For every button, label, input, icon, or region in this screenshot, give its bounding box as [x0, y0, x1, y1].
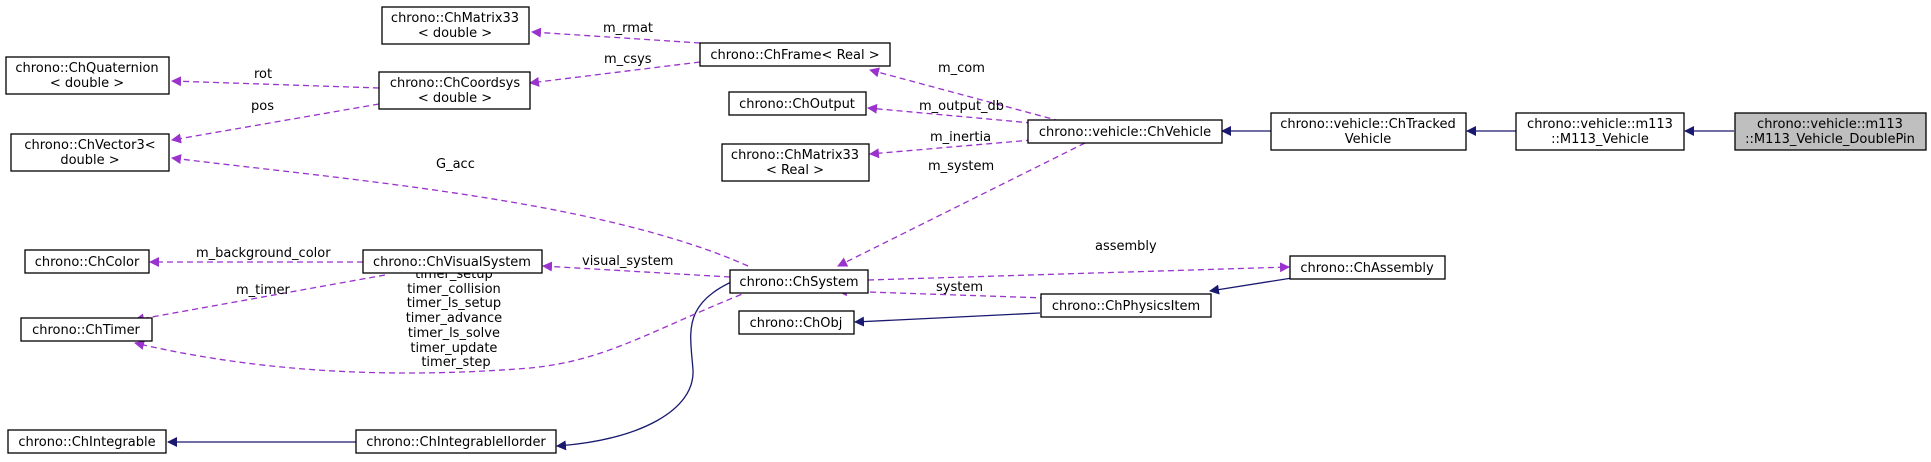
- node-obj[interactable]: chrono::ChObj: [738, 310, 855, 335]
- svg-text:chrono::vehicle::m113: chrono::vehicle::m113: [1527, 117, 1673, 132]
- nodes: chrono::vehicle::m113 ::M113_Vehicle_Dou…: [5, 6, 1927, 454]
- node-frame[interactable]: chrono::ChFrame< Real >: [699, 42, 891, 67]
- node-integrable[interactable]: chrono::ChIntegrable: [7, 429, 167, 454]
- svg-text:chrono::ChCoordsys: chrono::ChCoordsys: [390, 76, 520, 91]
- svg-text:chrono::ChMatrix33: chrono::ChMatrix33: [391, 11, 519, 26]
- label-timer-collision: timer_collision: [407, 282, 501, 297]
- edge-physics-item-to-obj: [854, 312, 1041, 327]
- edge-frame-m-rmat: [531, 27, 701, 44]
- node-assembly[interactable]: chrono::ChAssembly: [1289, 255, 1446, 280]
- label-timer-step: timer_step: [421, 355, 490, 370]
- label-rot: rot: [254, 67, 272, 82]
- edge-vehicle-m-output-db: [867, 103, 1033, 124]
- svg-text:double >: double >: [60, 153, 119, 168]
- label-assembly: assembly: [1095, 239, 1157, 254]
- node-matrix33-double[interactable]: chrono::ChMatrix33 < double >: [381, 6, 530, 45]
- svg-text:chrono::ChSystem: chrono::ChSystem: [739, 275, 858, 290]
- svg-text:chrono::ChObj: chrono::ChObj: [750, 316, 843, 331]
- node-vector3[interactable]: chrono::ChVector3< double >: [10, 133, 170, 172]
- label-m-system: m_system: [928, 159, 994, 174]
- label-timer-ls-solve: timer_ls_solve: [408, 326, 500, 341]
- label-m-csys: m_csys: [604, 52, 652, 67]
- label-timer-update: timer_update: [410, 341, 497, 356]
- edge-assembly-to-physics-item: [1209, 277, 1293, 295]
- svg-text:chrono::ChIntegrable: chrono::ChIntegrable: [18, 435, 155, 450]
- svg-text:chrono::vehicle::ChTracked: chrono::vehicle::ChTracked: [1280, 117, 1456, 132]
- label-timer-ls-setup: timer_ls_setup: [407, 296, 501, 311]
- svg-text:chrono::ChAssembly: chrono::ChAssembly: [1300, 261, 1434, 276]
- node-physics-item[interactable]: chrono::ChPhysicsItem: [1040, 293, 1212, 318]
- svg-text:chrono::ChFrame< Real >: chrono::ChFrame< Real >: [710, 48, 879, 63]
- label-m-rmat: m_rmat: [603, 21, 653, 36]
- node-color[interactable]: chrono::ChColor: [24, 249, 150, 274]
- svg-text:< Real >: < Real >: [766, 163, 824, 178]
- node-vehicle[interactable]: chrono::vehicle::ChVehicle: [1027, 119, 1223, 144]
- node-m113-vehicle[interactable]: chrono::vehicle::m113 ::M113_Vehicle: [1515, 112, 1685, 151]
- edge-vehicle-m-com: [869, 67, 1061, 122]
- svg-text:< double >: < double >: [50, 76, 124, 91]
- edge-system-assembly: [867, 262, 1290, 281]
- node-m113-vehicle-doublepin[interactable]: chrono::vehicle::m113 ::M113_Vehicle_Dou…: [1734, 112, 1927, 151]
- node-quaternion[interactable]: chrono::ChQuaternion < double >: [5, 56, 170, 95]
- usage-edges: [134, 27, 1290, 374]
- node-integrable-iiorder[interactable]: chrono::ChIntegrableIIorder: [355, 429, 557, 454]
- label-m-output-db: m_output_db: [919, 99, 1004, 114]
- edge-visual-system-m-timer: [134, 274, 386, 324]
- svg-text:chrono::ChVisualSystem: chrono::ChVisualSystem: [373, 255, 531, 270]
- node-visual-system[interactable]: chrono::ChVisualSystem: [362, 249, 543, 274]
- label-m-com: m_com: [938, 61, 985, 76]
- svg-text:Vehicle: Vehicle: [1345, 132, 1392, 147]
- svg-text:chrono::ChOutput: chrono::ChOutput: [739, 97, 855, 112]
- label-visual-system: visual_system: [582, 254, 673, 269]
- edge-system-g-acc: [171, 154, 749, 267]
- svg-text:chrono::ChMatrix33: chrono::ChMatrix33: [731, 148, 859, 163]
- edge-system-to-iiorder: [556, 274, 749, 451]
- svg-text:chrono::ChColor: chrono::ChColor: [35, 255, 140, 270]
- svg-text:::M113_Vehicle: ::M113_Vehicle: [1551, 132, 1649, 147]
- svg-text:chrono::ChQuaternion: chrono::ChQuaternion: [15, 61, 158, 76]
- svg-text:chrono::vehicle::m113: chrono::vehicle::m113: [1757, 117, 1903, 132]
- label-m-inertia: m_inertia: [930, 130, 991, 145]
- node-output[interactable]: chrono::ChOutput: [728, 91, 867, 116]
- svg-text:chrono::ChTimer: chrono::ChTimer: [32, 323, 140, 338]
- node-tracked-vehicle[interactable]: chrono::vehicle::ChTracked Vehicle: [1270, 112, 1467, 151]
- edge-system-visual-system: [542, 261, 731, 278]
- svg-text:::M113_Vehicle_DoublePin: ::M113_Vehicle_DoublePin: [1745, 132, 1915, 147]
- label-m-background-color: m_background_color: [196, 246, 331, 261]
- svg-text:chrono::ChVector3<: chrono::ChVector3<: [24, 138, 155, 153]
- node-system[interactable]: chrono::ChSystem: [729, 269, 869, 294]
- svg-text:chrono::vehicle::ChVehicle: chrono::vehicle::ChVehicle: [1039, 125, 1211, 140]
- label-timer-advance: timer_advance: [406, 311, 502, 326]
- edge-labels: m_rmat m_csys rot pos m_com m_output_db …: [196, 21, 1157, 370]
- edge-vehicle-m-inertia: [869, 139, 1033, 159]
- node-matrix33-real[interactable]: chrono::ChMatrix33 < Real >: [721, 143, 870, 182]
- edge-frame-m-csys: [529, 61, 701, 87]
- node-timer[interactable]: chrono::ChTimer: [20, 317, 153, 342]
- edge-physics-item-system: [837, 286, 1047, 299]
- svg-text:chrono::ChPhysicsItem: chrono::ChPhysicsItem: [1052, 299, 1200, 314]
- inheritance-edges: [167, 126, 1734, 451]
- label-m-timer: m_timer: [236, 283, 291, 298]
- edge-coordsys-pos: [171, 103, 380, 144]
- svg-text:< double >: < double >: [418, 91, 492, 106]
- edge-vehicle-m-system: [837, 142, 1086, 267]
- node-coordsys[interactable]: chrono::ChCoordsys < double >: [378, 71, 531, 110]
- label-g-acc: G_acc: [436, 157, 475, 172]
- edge-coordsys-rot: [171, 76, 380, 89]
- svg-text:< double >: < double >: [418, 26, 492, 41]
- label-system: system: [936, 280, 983, 295]
- svg-text:chrono::ChIntegrableIIorder: chrono::ChIntegrableIIorder: [366, 435, 546, 450]
- label-pos: pos: [251, 99, 274, 114]
- edge-system-timers: [134, 286, 761, 374]
